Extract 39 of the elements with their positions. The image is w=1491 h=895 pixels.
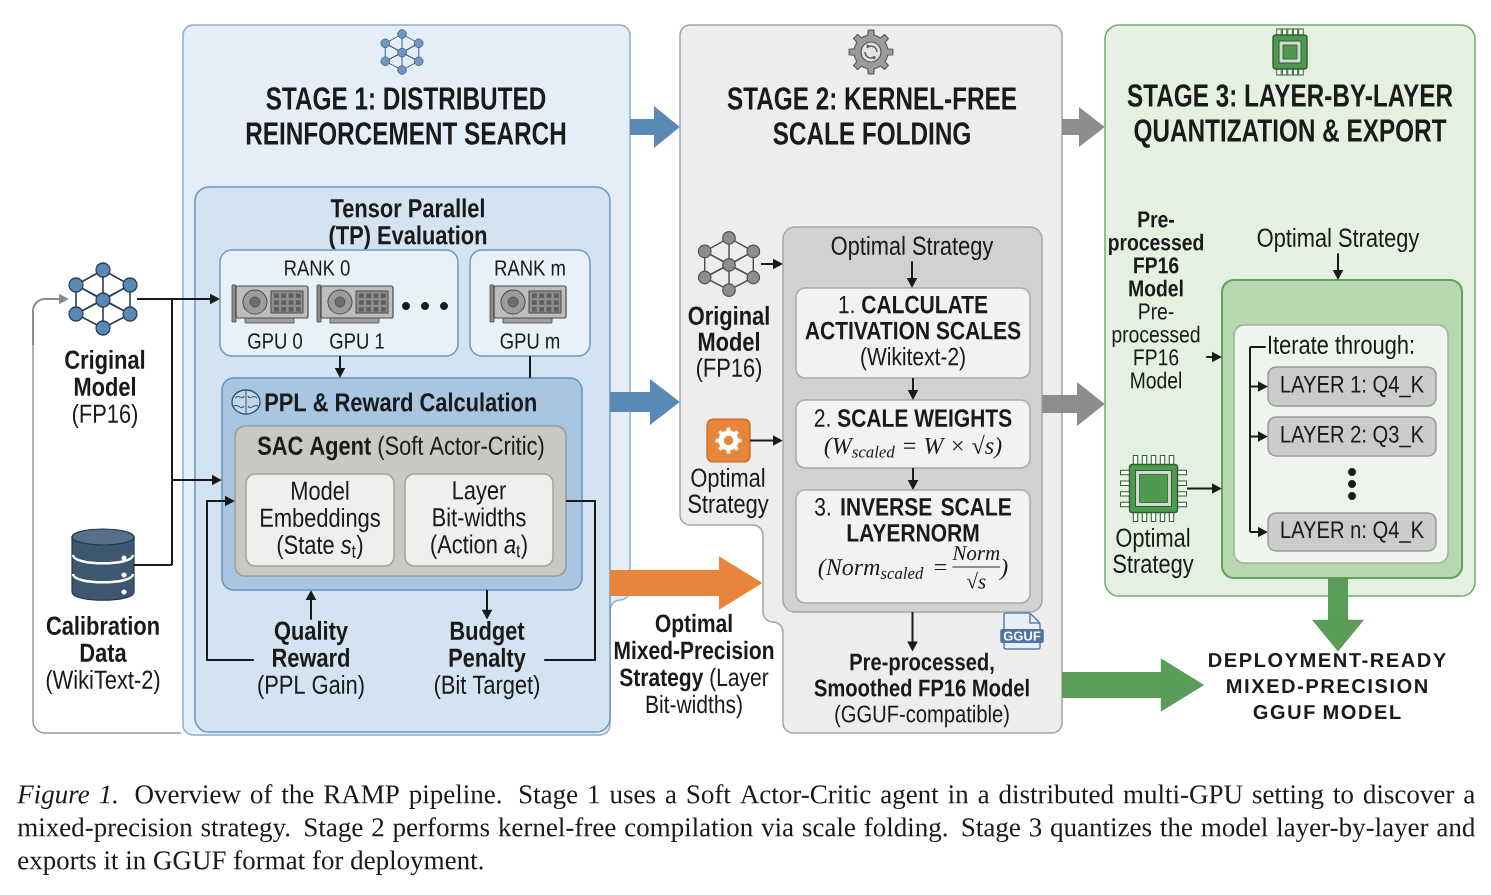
rank-label: RANK m — [495, 260, 565, 276]
layer-box: LAYER n: Q4_K — [1267, 512, 1437, 552]
side-panel — [32, 344, 182, 734]
stage-title: STAGE 1: DISTRIBUTED REINFORCEMENT SEARCH — [246, 87, 566, 145]
input-label: Optimal Strategy — [831, 235, 994, 261]
process-title: PPL & Reward Calculation — [265, 392, 536, 412]
icon-caption: Criginal Model (FP16) — [65, 349, 145, 429]
icon-caption: Original Model (FP16) — [688, 305, 769, 383]
list-title: Iterate through: — [1269, 334, 1414, 360]
connector-line — [529, 355, 531, 379]
action-box: Layer Bit-widths (Action a$_{t}$) — [404, 473, 554, 567]
edge-label: Optimal Mixed-Precision Strategy (Layer Bit-widths) — [614, 613, 774, 719]
output-label: DEPLOYMENT-READY MIXED-PRECISION GGUF MODEL — [1209, 652, 1446, 720]
step-box: 2. SCALE WEIGHTS (W$_{scaled}$ = W × √s) — [795, 399, 1031, 469]
output-label: Pre-processed, Smoothed FP16 Model (GGUF-compatible) — [814, 652, 1029, 728]
figure-caption: Figure 1. Overview of the RAMP pipeline. Stage 1 uses a Soft Actor-Critic agent in a distributed multi-GPU setting to discover a mixed-precision strategy. Stage 2 performs kernel-free compilation via scale folding. Stage 3 quantizes the model layer-by-layer and exports it in GGUF format for deployment. — [17, 784, 1476, 876]
step-box: 3. INVERSE SCALE LAYERNORM (Norm$_{scaled}$ = Norm √s ) — [795, 489, 1031, 604]
step-box: 1. CALCULATE ACTIVATION SCALES (Wikitext-2) — [795, 287, 1031, 379]
agent-title: SAC Agent (Soft Actor-Critic) — [257, 435, 544, 461]
rank-label: RANK 0 — [285, 260, 350, 276]
group-title: Tensor Parallel (TP) Evaluation — [329, 198, 487, 250]
input-label: Pre-processed FP16 Model Pre-processed FP16 Model — [1108, 211, 1204, 389]
icon-caption: Optimal Strategy — [688, 467, 769, 519]
gpu-label: GPU 1 — [330, 333, 384, 349]
arrow — [206, 495, 255, 661]
feedback-label: Budget Penalty (Bit Target) — [434, 620, 540, 700]
layer-box: LAYER 2: Q3_K — [1267, 416, 1437, 457]
connector-line — [543, 500, 596, 661]
feedback-label: Quality Reward (PPL Gain) — [258, 620, 364, 700]
stage-title: STAGE 2: KERNEL-FREE SCALE FOLDING — [727, 87, 1017, 145]
layer-box: LAYER 1: Q4_K — [1267, 366, 1437, 407]
icon-caption: Calibration Data (WikiText-2) — [46, 615, 160, 695]
gpu-label: GPU 0 — [248, 333, 302, 349]
state-box: Model Embeddings (State s$_{t}$) — [245, 473, 395, 567]
input-label: Optimal Strategy — [1257, 227, 1420, 253]
file-badge: GGUF — [1000, 612, 1044, 650]
gpu-label: GPU m — [500, 333, 560, 349]
stage-title: STAGE 3: LAYER-BY-LAYER QUANTIZATION & EXPORT — [1127, 84, 1453, 148]
icon-caption: Optimal Strategy — [1113, 527, 1194, 579]
